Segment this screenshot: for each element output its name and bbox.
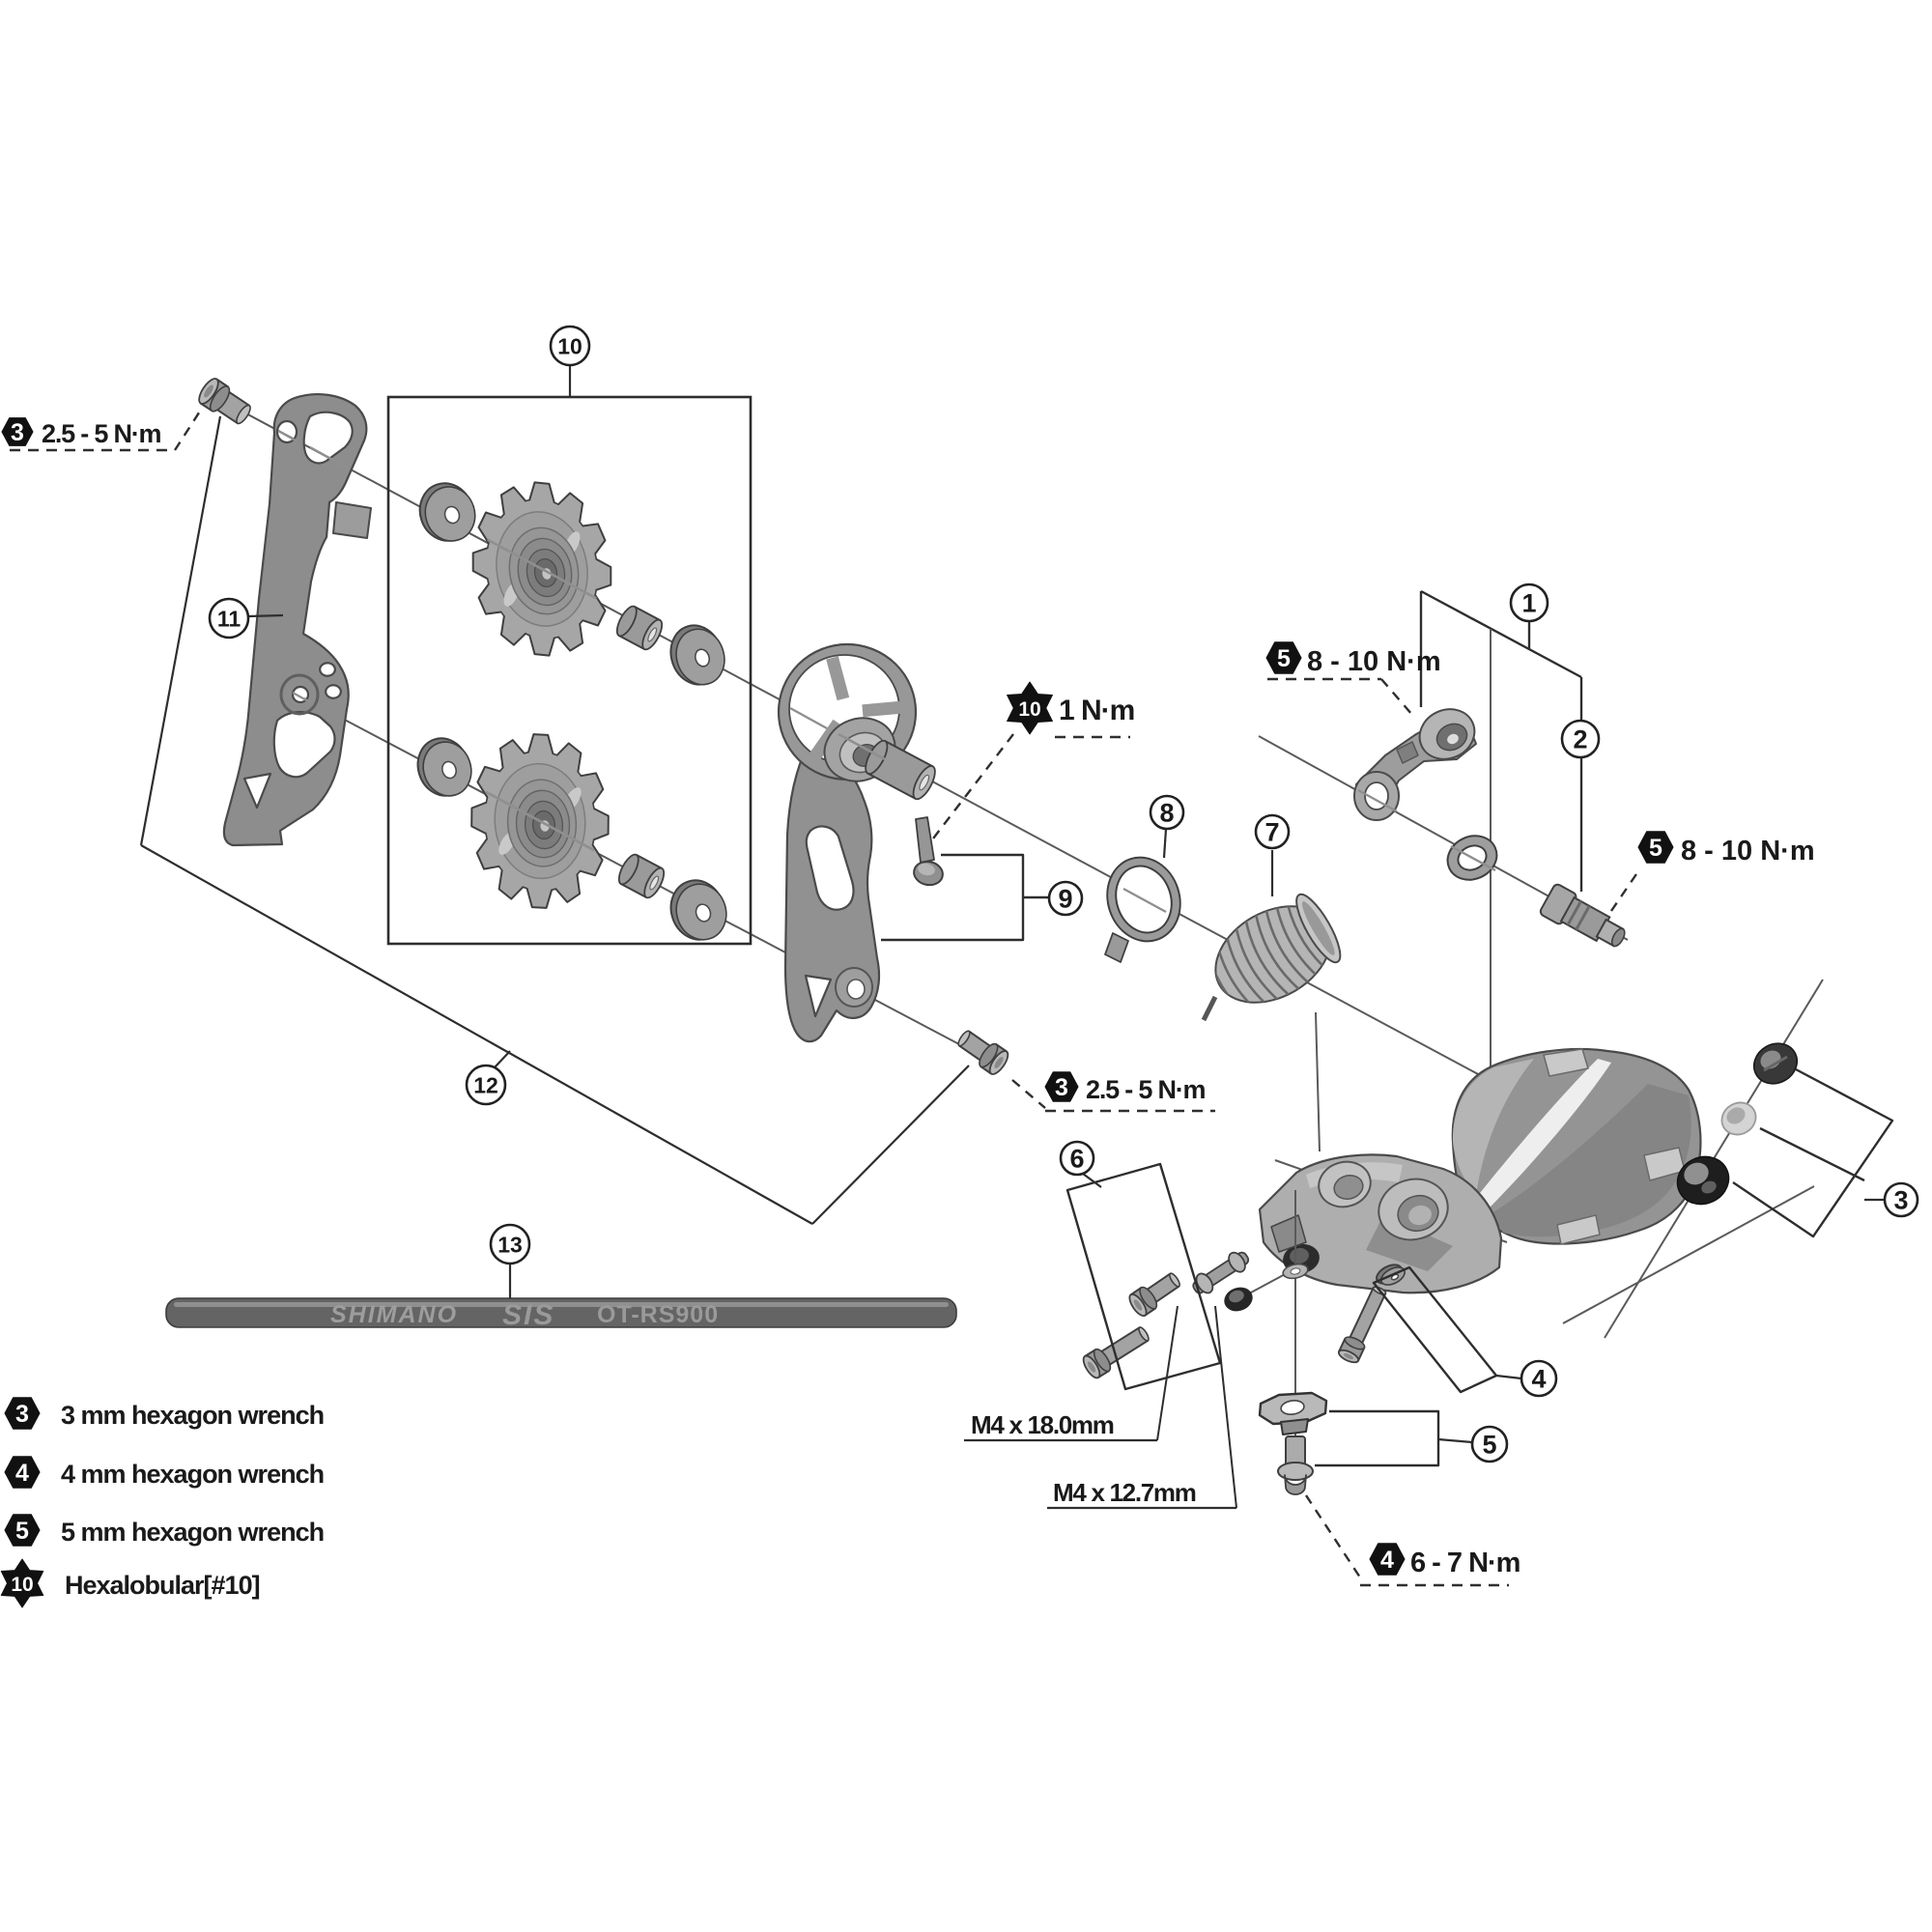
svg-text:1 N·m: 1 N·m (1059, 695, 1134, 726)
svg-text:3: 3 (11, 419, 24, 446)
svg-text:6 - 7 N·m: 6 - 7 N·m (1410, 1548, 1520, 1578)
svg-text:3: 3 (1055, 1074, 1068, 1101)
svg-text:4: 4 (15, 1460, 29, 1487)
svg-text:5: 5 (1482, 1431, 1496, 1460)
svg-text:8: 8 (1159, 799, 1174, 828)
svg-text:13: 13 (497, 1232, 523, 1257)
svg-text:9: 9 (1058, 885, 1072, 914)
svg-text:10: 10 (11, 1574, 33, 1596)
svg-text:3: 3 (1893, 1186, 1908, 1215)
svg-text:OT-RS900: OT-RS900 (597, 1301, 719, 1328)
svg-text:Hexalobular[#10]: Hexalobular[#10] (65, 1571, 260, 1600)
svg-text:2: 2 (1573, 725, 1587, 754)
svg-text:8 - 10 N·m: 8 - 10 N·m (1307, 646, 1441, 677)
svg-text:5 mm hexagon wrench: 5 mm hexagon wrench (61, 1518, 324, 1547)
svg-text:SHIMANO: SHIMANO (330, 1301, 458, 1328)
svg-text:4 mm hexagon wrench: 4 mm hexagon wrench (61, 1460, 324, 1489)
svg-text:11: 11 (217, 606, 242, 631)
svg-text:8 - 10 N·m: 8 - 10 N·m (1681, 836, 1815, 867)
svg-text:7: 7 (1264, 818, 1279, 847)
svg-text:3: 3 (15, 1401, 29, 1428)
svg-text:10: 10 (557, 333, 582, 358)
svg-text:10: 10 (1018, 698, 1040, 721)
svg-text:5: 5 (1649, 835, 1662, 862)
svg-text:5: 5 (1277, 645, 1291, 672)
svg-text:12: 12 (473, 1072, 498, 1097)
svg-text:SIS: SIS (502, 1299, 554, 1331)
svg-text:4: 4 (1531, 1365, 1546, 1394)
svg-text:6: 6 (1069, 1145, 1084, 1174)
svg-text:5: 5 (15, 1518, 29, 1545)
svg-text:3 mm hexagon wrench: 3 mm hexagon wrench (61, 1401, 324, 1430)
svg-text:M4 x 12.7mm: M4 x 12.7mm (1053, 1478, 1196, 1507)
svg-text:M4 x 18.0mm: M4 x 18.0mm (971, 1410, 1114, 1439)
svg-text:4: 4 (1380, 1547, 1394, 1574)
svg-text:2.5 - 5 N·m: 2.5 - 5 N·m (1086, 1075, 1206, 1104)
svg-text:2.5 - 5 N·m: 2.5 - 5 N·m (42, 419, 161, 448)
svg-text:1: 1 (1521, 589, 1536, 618)
